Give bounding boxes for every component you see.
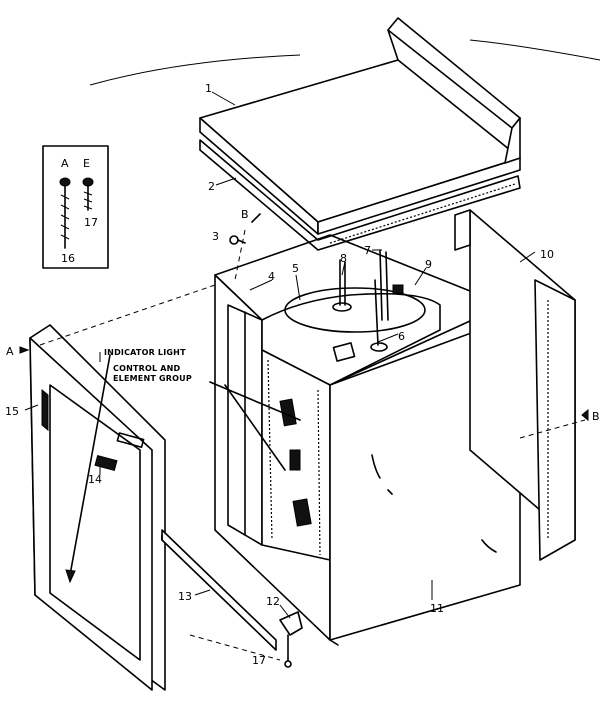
callout-12: 12 [266, 595, 280, 608]
leader-lines [24, 91, 536, 619]
section-mark-a: A [6, 345, 14, 358]
callout-2: 2 [208, 180, 215, 193]
callout-7: 7 [364, 244, 371, 257]
pipe-fittings [332, 249, 404, 362]
background-sketch-line [89, 54, 301, 86]
callout-5: 5 [292, 262, 299, 275]
callout-17: 17 [84, 216, 98, 229]
callout-1: 1 [205, 82, 212, 95]
callout-3: 3 [212, 230, 219, 243]
kick-plate-part [161, 529, 277, 651]
control-element-label-line2: ELEMENT GROUP [113, 374, 192, 383]
section-arrow-a [19, 346, 30, 354]
callout-17-bottom: 17 [252, 654, 266, 667]
section-arrow-b-right [581, 408, 589, 422]
callout-13: 13 [178, 590, 192, 603]
screw-3-part [229, 235, 246, 245]
section-mark-b-top: B [241, 208, 249, 221]
access-door-part [29, 324, 166, 691]
screw-type-e-label: E [83, 157, 90, 170]
screw-type-a-label: A [61, 157, 69, 170]
callout-8: 8 [340, 252, 347, 265]
section-mark-b-right: B [592, 410, 600, 423]
screw-detail-box [42, 145, 109, 269]
section-line-bottom [189, 634, 281, 661]
top-cover-part [199, 17, 521, 235]
callout-4: 4 [268, 270, 275, 283]
section-tick-b-top [251, 213, 261, 223]
callout-16: 16 [61, 252, 75, 265]
callout-10: 10 [540, 248, 554, 261]
callout-14: 14 [88, 473, 102, 486]
callout-11: 11 [430, 602, 444, 615]
indicator-light-label: INDICATOR LIGHT [104, 348, 186, 357]
section-line-a [39, 284, 216, 346]
section-line-b-right [519, 419, 586, 439]
control-element-label-line1: CONTROL AND [113, 364, 181, 373]
background-sketch-line [469, 39, 601, 61]
bracket-part [279, 611, 303, 668]
callout-6: 6 [398, 330, 405, 343]
back-panel-part [454, 209, 576, 561]
callout-9: 9 [425, 258, 432, 271]
callout-15: 15 [5, 405, 19, 418]
